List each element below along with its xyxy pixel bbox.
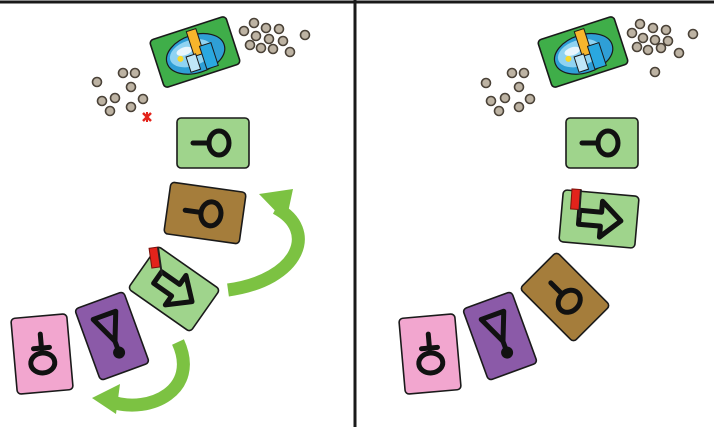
coin: [633, 43, 642, 52]
coin: [495, 107, 504, 116]
coin: [482, 79, 491, 88]
coin: [628, 29, 637, 38]
red-x-marker: [143, 112, 151, 122]
coin: [501, 94, 510, 103]
coin: [240, 27, 249, 36]
coin: [265, 35, 274, 44]
coin: [119, 69, 128, 78]
coin: [127, 83, 136, 92]
coin: [257, 44, 266, 53]
coin: [662, 26, 671, 35]
coin: [252, 32, 261, 41]
coin: [275, 25, 284, 34]
purple-cup-card: [463, 291, 538, 380]
coin: [515, 103, 524, 112]
coin-cluster-top: [240, 19, 310, 57]
coin: [250, 19, 259, 28]
purple-cup-card: [75, 291, 150, 380]
coin-cluster-top: [628, 20, 698, 77]
coin: [657, 44, 666, 53]
green-key-card: [177, 118, 249, 168]
coin: [139, 95, 148, 104]
coin: [269, 45, 278, 54]
coin: [526, 95, 535, 104]
green-key-card: [566, 118, 638, 168]
coin: [689, 30, 698, 39]
coin: [279, 37, 288, 46]
brown-key-card: [164, 182, 246, 244]
coin: [286, 48, 295, 57]
coin: [127, 103, 136, 112]
coin: [111, 94, 120, 103]
coin: [515, 83, 524, 92]
coin: [262, 24, 271, 33]
coin: [675, 49, 684, 58]
goal-card: [537, 16, 629, 88]
coin: [520, 69, 529, 78]
coin-cluster-left: [93, 69, 148, 116]
coin: [651, 36, 660, 45]
green-arrow-card: [128, 246, 220, 332]
coin: [636, 20, 645, 29]
coin: [664, 37, 673, 46]
pink-ring-card: [11, 314, 73, 395]
coin: [98, 97, 107, 106]
coin-cluster-left: [482, 69, 535, 116]
pink-ring-card: [399, 314, 461, 395]
coin: [651, 68, 660, 77]
coin: [487, 97, 496, 106]
coin: [131, 69, 140, 78]
coin: [93, 78, 102, 87]
left-panel: [11, 16, 310, 414]
coin: [301, 31, 310, 40]
coin: [508, 69, 517, 78]
coin: [106, 107, 115, 116]
coin: [246, 41, 255, 50]
coin: [649, 24, 658, 33]
right-panel: [399, 16, 698, 394]
goal-card: [149, 16, 241, 88]
coin: [639, 34, 648, 43]
brown-key-card: [520, 252, 611, 343]
coin: [644, 46, 653, 55]
